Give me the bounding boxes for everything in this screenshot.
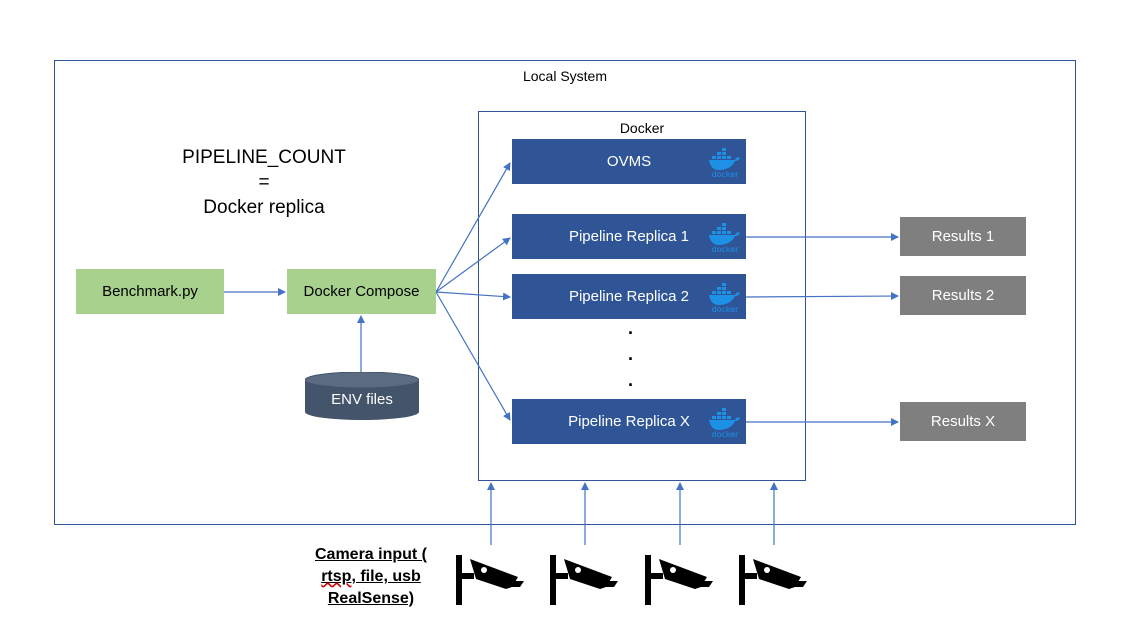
pipeline-replica-2-label: Pipeline Replica 2 [568,288,690,305]
security-camera-icon [456,555,524,605]
security-camera-icon [739,555,807,605]
equation-line-2: = [258,172,270,193]
benchmark-label: Benchmark.py [102,283,198,300]
ellipsis-dot-2: . [628,344,634,364]
security-camera-icon [550,555,618,605]
equation-line-1: PIPELINE_COUNT [182,147,346,168]
ellipsis-dot-3: . [628,370,634,390]
camera-input-label: Camera input ( rtsp, file, usb RealSense… [296,544,446,610]
camera-label-line-3: RealSense) [327,590,415,607]
ellipsis-dot-1: . [628,318,634,338]
arrow-compose-to-ovms [435,162,511,293]
arrow-compose-to-replica-2 [435,291,511,301]
docker-logo-icon: docker [709,148,740,178]
docker-logo-text: docker [712,305,740,313]
benchmark-box: Benchmark.py [76,269,224,314]
results-1-label: Results 1 [931,228,995,245]
camera-label-file-usb: , file, usb [351,568,421,585]
docker-logo-icon: docker [709,223,740,253]
docker-logo-icon: docker [709,408,740,438]
arrow-compose-to-replica-1 [435,237,511,293]
pipeline-replica-x-label: Pipeline Replica X [568,413,690,430]
docker-logo-text: docker [712,245,740,253]
results-x-label: Results X [930,413,996,430]
docker-logo-text: docker [712,170,740,178]
env-files-cylinder [305,372,419,420]
camera-label-line-2: rtsp, file, usb [296,566,446,588]
docker-logo-text: docker [712,430,740,438]
equation-line-3: Docker replica [203,197,325,218]
results-x-box: Results X [900,402,1026,441]
pipeline-replica-1-label: Pipeline Replica 1 [568,228,690,245]
arrow-compose-to-replica-x [435,291,511,421]
ovms-box: OVMS docker [512,139,746,184]
docker-compose-label: Docker Compose [303,283,420,300]
docker-label: Docker [619,120,665,136]
arrow-replica-2-to-results-2 [745,292,899,301]
results-1-box: Results 1 [900,217,1026,256]
pipeline-replica-x-box: Pipeline Replica X docker [512,399,746,444]
security-camera-icon [645,555,713,605]
env-files-label: ENV files [331,391,393,408]
camera-label-rtsp: rtsp [321,568,352,585]
pipeline-replica-2-box: Pipeline Replica 2 docker [512,274,746,319]
docker-logo-icon: docker [709,283,740,313]
pipeline-equation: PIPELINE_COUNT = Docker replica [164,147,364,219]
ovms-label: OVMS [606,153,652,170]
local-system-frame: Local System [54,60,1076,525]
results-2-box: Results 2 [900,276,1026,315]
docker-compose-box: Docker Compose [287,269,436,314]
results-2-label: Results 2 [931,287,995,304]
camera-label-line-1: Camera input ( [314,546,427,563]
local-system-label: Local System [522,68,608,84]
pipeline-replica-1-box: Pipeline Replica 1 docker [512,214,746,259]
docker-frame: Docker [478,111,806,481]
